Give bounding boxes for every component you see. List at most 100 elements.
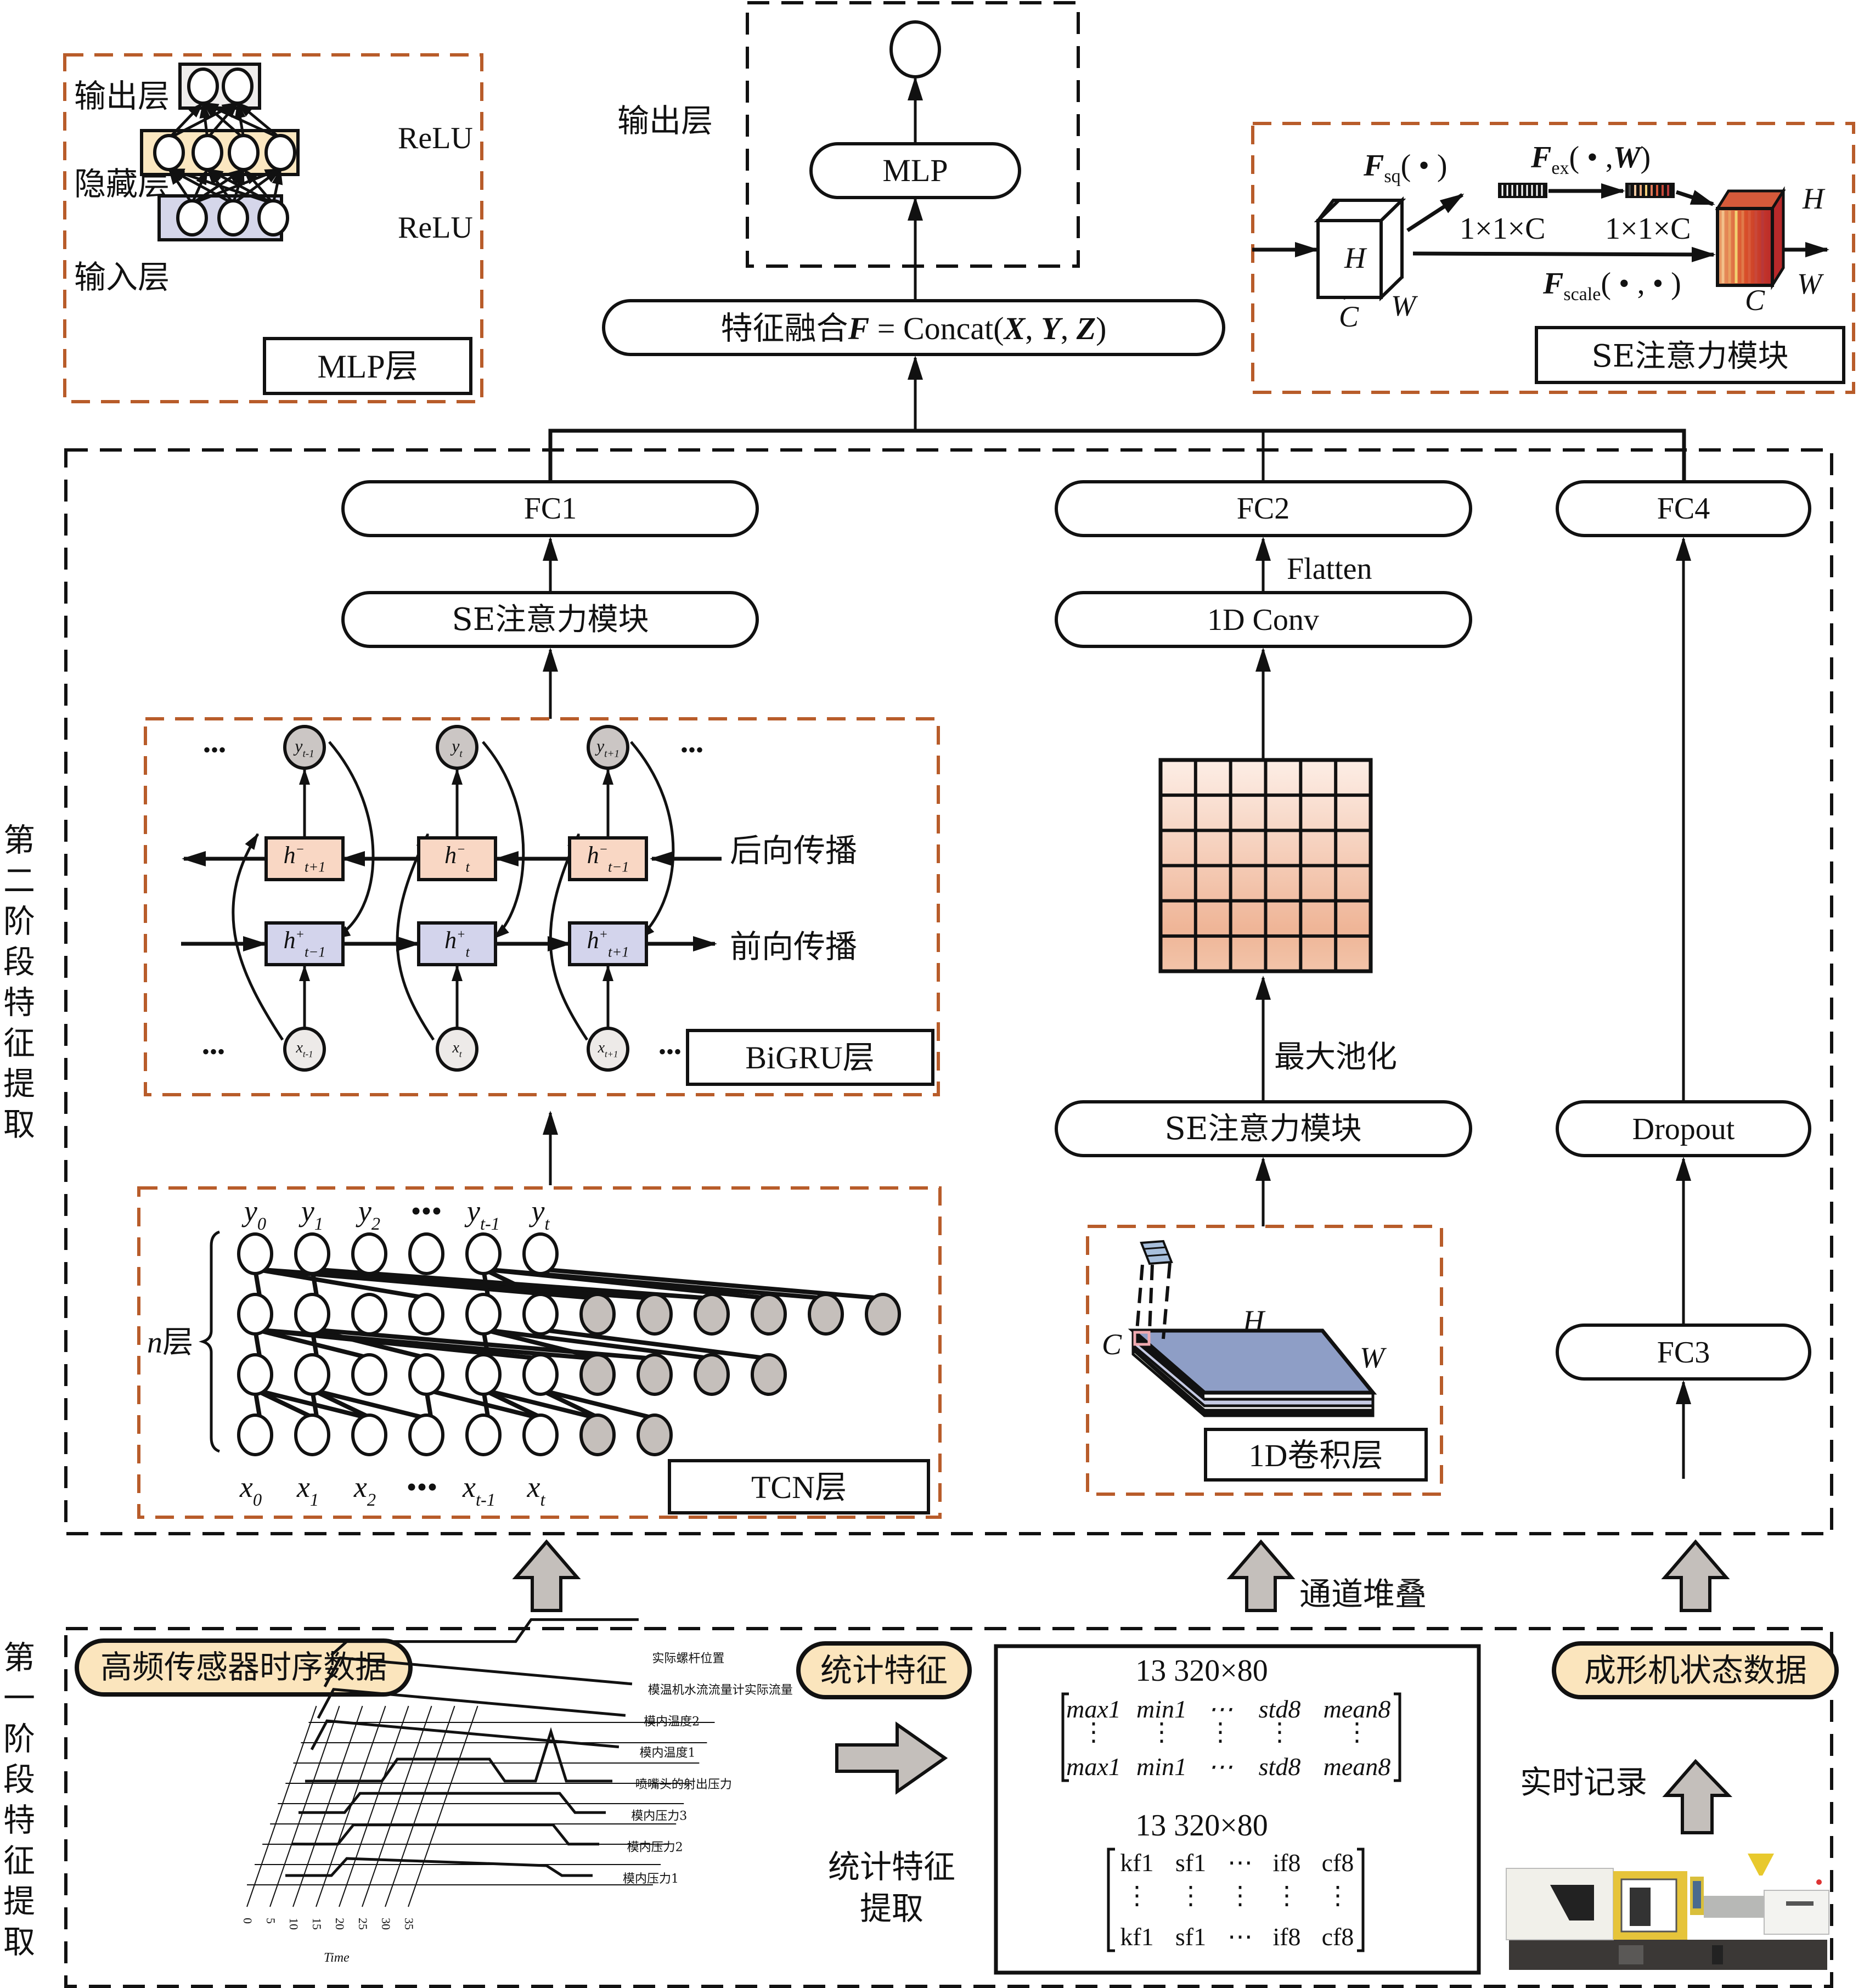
mlp-connections <box>167 101 283 205</box>
mlp-neuron <box>217 199 249 236</box>
branch-merge-line <box>548 429 1686 483</box>
tcn-input-label: x0 <box>239 1471 262 1510</box>
stage2-container <box>64 448 1833 1535</box>
bigru-border <box>144 717 940 1096</box>
branch1-se-label: SE注意力模块 <box>452 602 649 638</box>
output-layer-label: 输出层 <box>617 102 713 139</box>
conv-layer-w: W <box>1360 1341 1387 1374</box>
stage-transition-arrow-1 <box>512 1539 581 1612</box>
tcn-neuron <box>237 1413 273 1456</box>
feature-matrices: 13 320×80 max1⋮max1min1⋮min1⋯⋮⋯std8⋮std8… <box>994 1644 1481 1975</box>
matrix1-last-row-cell: std8 <box>1259 1753 1301 1781</box>
flatten-label: Flatten <box>1287 552 1372 586</box>
bigru-backward-cell <box>417 836 497 881</box>
sensor-grid-col <box>292 1705 363 1907</box>
matrix2-vdots: ⋮ <box>1227 1882 1253 1910</box>
stage-transition-arrow-3 <box>1661 1539 1730 1612</box>
sensor-grid-col <box>385 1705 455 1907</box>
sensor-grid-col <box>269 1705 340 1907</box>
bigru-title: BiGRU层 <box>745 1040 874 1075</box>
bigru-input-node <box>436 1027 478 1072</box>
sensor-x-tick: 30 <box>379 1918 393 1930</box>
stat-extract-line1: 统计特征 <box>828 1848 955 1885</box>
fusion-box <box>602 299 1225 356</box>
channel-stack-label: 通道堆叠 <box>1299 1575 1427 1613</box>
bigru-skip-connection <box>328 741 375 940</box>
sensor-series-label: 模内压力2 <box>627 1841 683 1855</box>
se-module-border <box>1251 122 1855 394</box>
bigru-title-box <box>686 1029 934 1086</box>
conv-label: 1D Conv <box>1207 603 1319 637</box>
tcn-neuron <box>465 1293 502 1336</box>
injection-molding-machine-image <box>1506 1854 1829 1970</box>
stat-feature-badge <box>796 1641 972 1699</box>
bigru-forward-cell-label: h+t <box>444 927 470 960</box>
tcn-edge <box>312 1388 432 1422</box>
tcn-neuron <box>522 1353 559 1396</box>
tcn-input-label: x1 <box>296 1471 319 1510</box>
tcn-edge <box>255 1267 432 1301</box>
tcn-padding-neuron <box>637 1353 673 1396</box>
tcn-padding-neuron <box>637 1413 673 1456</box>
tcn-input-label: xt <box>527 1471 546 1510</box>
matrix1-vdots: ⋮ <box>1344 1718 1370 1746</box>
tcn-title: TCN层 <box>751 1469 847 1505</box>
tcn-edge <box>483 1388 603 1422</box>
machine-state-label: 成形机状态数据 <box>1584 1652 1807 1689</box>
mlp-neuron <box>228 134 260 171</box>
matrix2-first-row-cell: ⋯ <box>1227 1849 1253 1877</box>
sensor-series-trace <box>330 1618 639 1657</box>
matrix1-first-row-cell: ⋯ <box>1208 1695 1233 1723</box>
tcn-neuron <box>351 1293 387 1336</box>
tcn-padding-neuron <box>579 1353 616 1396</box>
tcn-neuron <box>465 1353 502 1396</box>
mlp-edge <box>202 101 281 140</box>
fc3-label: FC3 <box>1657 1336 1710 1370</box>
branch2-se-box <box>1055 1100 1472 1157</box>
matrix2-last-row-cell: ⋯ <box>1227 1923 1253 1951</box>
conv-layer-border <box>1086 1225 1443 1496</box>
tcn-output-label: y1 <box>299 1195 323 1234</box>
sensor-grid-col <box>362 1705 432 1907</box>
matrix2-first-row-cell: sf1 <box>1175 1849 1206 1877</box>
tcn-padding-neuron <box>694 1353 730 1396</box>
output-mlp-label: MLP <box>882 153 948 188</box>
branch3: FC4 Dropout FC3 <box>1556 480 1811 1479</box>
mlp-edge <box>206 167 274 205</box>
tcn-neuron <box>294 1293 330 1336</box>
machine-state-badge <box>1552 1641 1839 1699</box>
tcn-neuron <box>294 1413 330 1456</box>
bigru-forward-cell <box>264 921 345 966</box>
matrix1-vdots: ⋮ <box>1149 1718 1174 1746</box>
sensor-series-label: 模温机水流流量计实际流量 <box>648 1683 793 1697</box>
tcn-input-label: x2 <box>353 1471 376 1510</box>
bigru-forward-cell <box>568 921 648 966</box>
tcn-edge <box>426 1388 546 1422</box>
mlp-relu-bottom: ReLU <box>398 211 473 245</box>
sensor-series-trace <box>310 1719 620 1750</box>
matrix1-last-row-cell: max1 <box>1066 1753 1121 1781</box>
se-squeeze-vector <box>1498 183 1547 198</box>
mlp-neuron <box>264 134 296 171</box>
mlp-neuron <box>176 199 208 236</box>
fusion-block: 特征融合F = Concat(X, Y, Z) <box>548 299 1686 483</box>
tcn-edge <box>540 1388 660 1422</box>
se-fex-label: Fex( • ,W) <box>1530 140 1651 178</box>
tcn-neuron <box>408 1353 444 1396</box>
stat-extract-line2: 提取 <box>860 1890 923 1927</box>
tcn-output-label: yt <box>529 1195 550 1234</box>
sensor-series-trace <box>317 1688 626 1719</box>
bigru-ellipsis-tl: ••• <box>203 737 226 762</box>
matrix2-last-row-cell: cf8 <box>1322 1923 1354 1951</box>
conv-layer-module: H C W 1D卷积层 <box>1086 1225 1443 1496</box>
stage1-vertical-label: 第一阶段特征提取 <box>0 1641 35 1966</box>
tcn-neuron <box>522 1293 559 1336</box>
tcn-input-label: xt-1 <box>462 1471 495 1510</box>
tcn-padding-neuron <box>579 1293 616 1336</box>
tcn-n-layers: n层 <box>147 1325 193 1360</box>
tcn-neuron <box>237 1353 273 1396</box>
se-output-w: W <box>1797 267 1824 300</box>
tcn-neuron <box>408 1232 444 1275</box>
bigru-module: yt-1h−t+1h+t−1xt-1yth−th+txtyt+1h−t−1h+t… <box>144 717 940 1096</box>
